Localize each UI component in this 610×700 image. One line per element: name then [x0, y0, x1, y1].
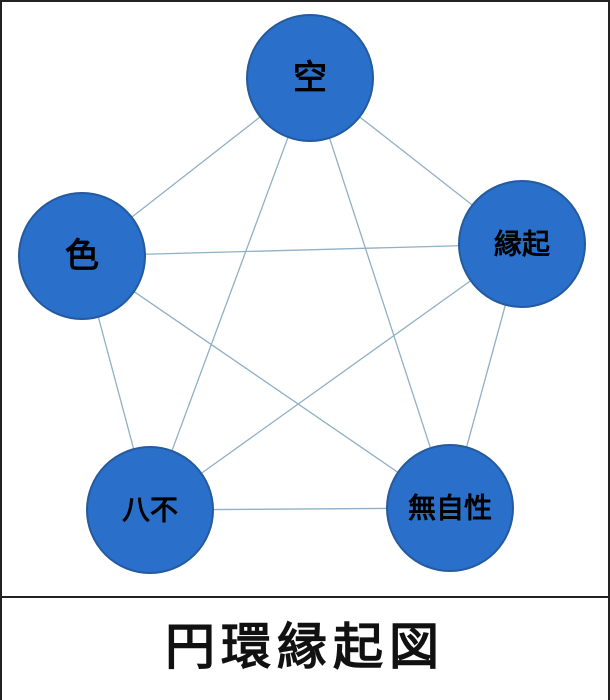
node-label-ku: 空	[293, 58, 327, 98]
edge-ku-engi	[359, 116, 473, 206]
edge-shiki-ku	[131, 116, 261, 218]
edge-mujisho-fuha	[212, 507, 388, 511]
edge-engi-mujisho	[465, 304, 507, 448]
node-fuha: 八不	[86, 446, 214, 574]
node-circle-engi	[458, 180, 586, 308]
node-label-shiki: 色	[65, 236, 99, 276]
node-circle-fuha	[86, 446, 214, 574]
node-ku: 空	[246, 14, 374, 142]
node-circle-shiki	[18, 192, 146, 320]
frame-divider	[0, 596, 610, 598]
node-circle-mujisho	[386, 444, 514, 572]
edges-group	[97, 116, 507, 511]
node-mujisho: 無自性	[386, 444, 514, 572]
node-label-mujisho: 無自性	[408, 492, 492, 525]
edge-engi-fuha	[200, 280, 472, 474]
node-label-fuha: 八不	[122, 494, 178, 527]
edge-shiki-mujisho	[133, 291, 399, 473]
node-label-engi: 縁起	[494, 228, 551, 261]
diagram-caption: 円環縁起図	[165, 618, 445, 676]
node-engi: 縁起	[458, 180, 586, 308]
node-circle-ku	[246, 14, 374, 142]
edge-ku-fuha	[171, 136, 289, 452]
edge-ku-mujisho	[328, 137, 432, 449]
node-shiki: 色	[18, 192, 146, 320]
edge-fuha-shiki	[97, 316, 135, 450]
edge-engi-shiki	[144, 245, 460, 255]
